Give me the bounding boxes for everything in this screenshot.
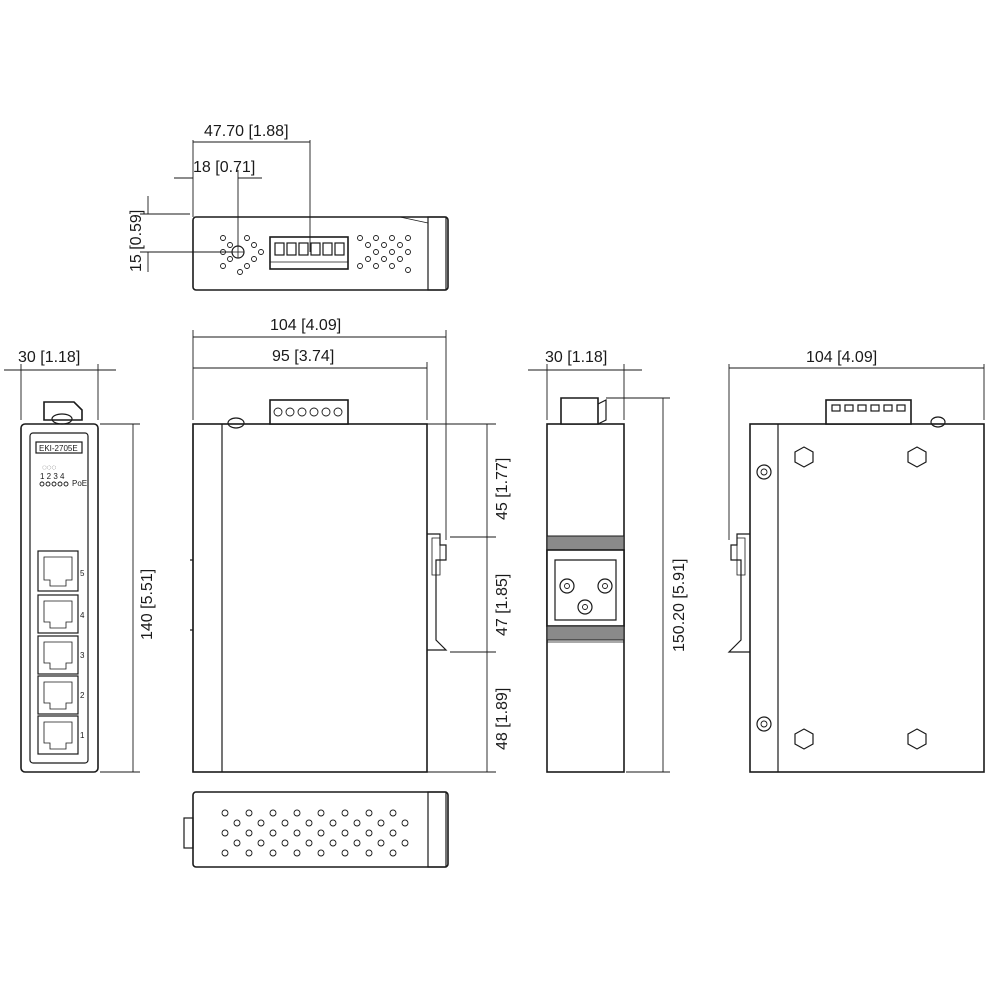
din-rail-clip (427, 533, 448, 651)
bottom-vent-holes (221, 809, 409, 857)
dimension-lines-rear (728, 364, 985, 540)
port-number-3: 3 (80, 651, 85, 660)
poe-label: PoE (72, 479, 87, 488)
din-screw-2-icon (597, 578, 613, 594)
dimension-lines-top (140, 140, 311, 272)
rear-din-clip (727, 533, 750, 653)
front-view: EKI-2705E ◌◌◌ 1 2 3 4 PoE 5 4 3 2 1 (4, 349, 156, 773)
model-label: EKI-2705E (39, 444, 78, 453)
dim-label-47-70: 47.70 [1.88] (204, 123, 289, 140)
dim-label-45: 45 [1.77] (494, 458, 511, 520)
rear-terminal-slots (831, 404, 906, 412)
bottom-view (183, 791, 449, 868)
rj45-ports (37, 550, 79, 755)
dim-label-140: 140 [5.51] (139, 569, 156, 640)
dim-label-47: 47 [1.85] (494, 574, 511, 636)
hex-nuts (794, 446, 927, 750)
side-terminal-screws (273, 407, 343, 417)
port-number-5: 5 (80, 569, 85, 578)
port-number-4: 4 (80, 611, 85, 620)
back-view: 30 [1.18] 150.20 [5.91] (528, 349, 688, 773)
led-indicator-glyphs: ◌◌◌ (42, 463, 57, 472)
dim-label-18: 18 [0.71] (193, 159, 255, 176)
top-view: 47.70 [1.88] 18 [0.71] 15 [0.59] (128, 123, 449, 291)
dim-label-front-30: 30 [1.18] (18, 349, 80, 366)
dim-label-back-30: 30 [1.18] (545, 349, 607, 366)
dimension-lines-back (528, 364, 670, 773)
terminal-block (269, 236, 349, 270)
rear-screw-top-icon (756, 464, 772, 480)
led-circles (39, 481, 69, 487)
rear-screw-bottom-icon (756, 716, 772, 732)
terminal-slots (274, 242, 345, 256)
dim-label-15: 15 [0.59] (128, 210, 145, 272)
din-screw-3-icon (577, 599, 593, 615)
top-vent-holes (220, 235, 411, 275)
dim-label-95: 95 [3.74] (272, 348, 334, 365)
dimension-lines-front (4, 364, 140, 773)
side-view: 104 [4.09] 95 [3.74] 45 [1.77] 47 [1.85]… (190, 317, 511, 773)
dim-label-104-side: 104 [4.09] (270, 317, 341, 334)
dim-label-48: 48 [1.89] (494, 688, 511, 750)
port-number-1: 1 (80, 731, 85, 740)
rear-view: 104 [4.09] (727, 349, 985, 773)
dim-label-150-20: 150.20 [5.91] (671, 559, 688, 652)
led-numbers: 1 2 3 4 (40, 472, 65, 481)
din-screw-1-icon (559, 578, 575, 594)
dimension-lines-side (192, 330, 496, 773)
dim-label-104-rear: 104 [4.09] (806, 349, 877, 366)
port-number-2: 2 (80, 691, 85, 700)
